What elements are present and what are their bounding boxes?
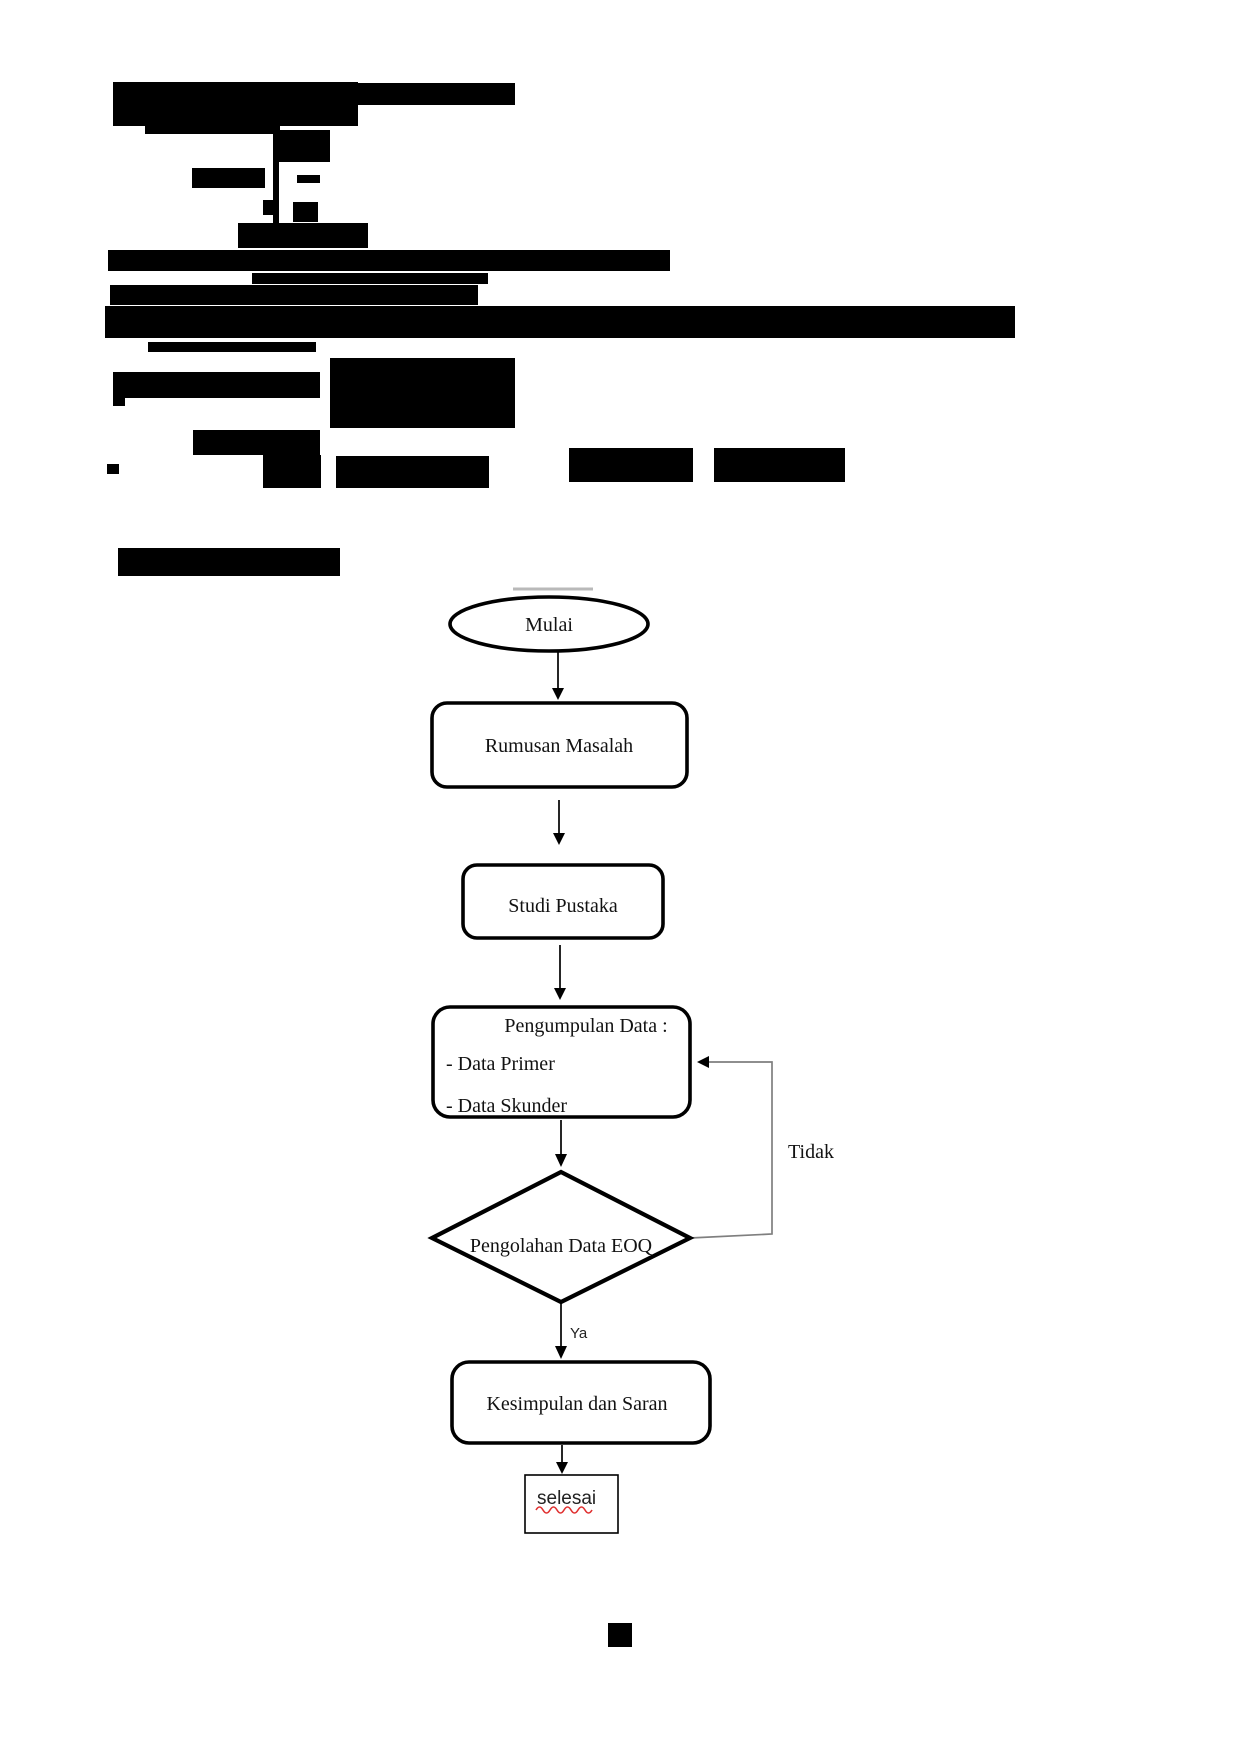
redacted-text-block [330, 358, 515, 428]
pengumpulan-data-item-primer: - Data Primer [446, 1053, 555, 1075]
redacted-text-block [107, 464, 119, 474]
redacted-text-block [569, 448, 693, 482]
redacted-text-block [263, 455, 321, 488]
redacted-text-block [608, 1623, 632, 1647]
kesimpulan-label: Kesimpulan dan Saran [486, 1393, 667, 1415]
selesai-label: selesai [537, 1488, 596, 1509]
redacted-text-block [714, 448, 845, 482]
spellcheck-underline [535, 1506, 593, 1514]
redacted-text-block [145, 125, 280, 134]
redacted-text-block [113, 372, 320, 398]
redacted-text-block [113, 398, 125, 406]
edge-label-ya: Ya [570, 1325, 588, 1342]
redacted-text-block [273, 130, 330, 162]
redacted-text-block [148, 342, 316, 352]
edge-label-tidak: Tidak [788, 1141, 834, 1163]
arrowhead-icon [555, 1346, 567, 1359]
rumusan-masalah-label: Rumusan Masalah [485, 735, 633, 757]
arrowhead-icon [553, 833, 565, 845]
pengumpulan-data-box [431, 1005, 692, 1119]
redacted-text-block [336, 456, 489, 488]
start-node-ellipse [448, 595, 650, 653]
redacted-text-block [105, 306, 1015, 338]
arrowhead-icon [697, 1056, 709, 1068]
redacted-text-block [358, 83, 515, 105]
redacted-text-block [192, 168, 265, 188]
arrowhead-icon [554, 988, 566, 1000]
pengolahan-data-label: Pengolahan Data EOQ [470, 1235, 653, 1257]
feedback-line-tidak [689, 1061, 773, 1239]
redacted-text-block [108, 250, 670, 271]
redacted-text-block [118, 548, 340, 576]
redacted-text-block [293, 202, 318, 222]
redacted-text-block [297, 175, 320, 183]
redacted-text-block [238, 223, 368, 248]
redacted-text-block [113, 82, 358, 126]
redacted-text-block [193, 430, 320, 455]
studi-pustaka-label: Studi Pustaka [508, 895, 618, 917]
redacted-text-block [110, 285, 478, 305]
redacted-text-block [252, 273, 488, 284]
selesai-box [524, 1474, 619, 1534]
arrowhead-icon [552, 688, 564, 700]
kesimpulan-box [450, 1360, 712, 1445]
redacted-text-block [263, 200, 277, 215]
studi-pustaka-box [461, 863, 665, 940]
arrowhead-icon [556, 1462, 568, 1474]
pengumpulan-data-item-skunder: - Data Skunder [446, 1095, 567, 1117]
pengumpulan-data-title: Pengumpulan Data : [504, 1015, 667, 1037]
redacted-text-block [273, 160, 279, 232]
arrowhead-icon [555, 1154, 567, 1167]
start-node-label: Mulai [525, 614, 573, 636]
rumusan-masalah-box [430, 701, 689, 789]
